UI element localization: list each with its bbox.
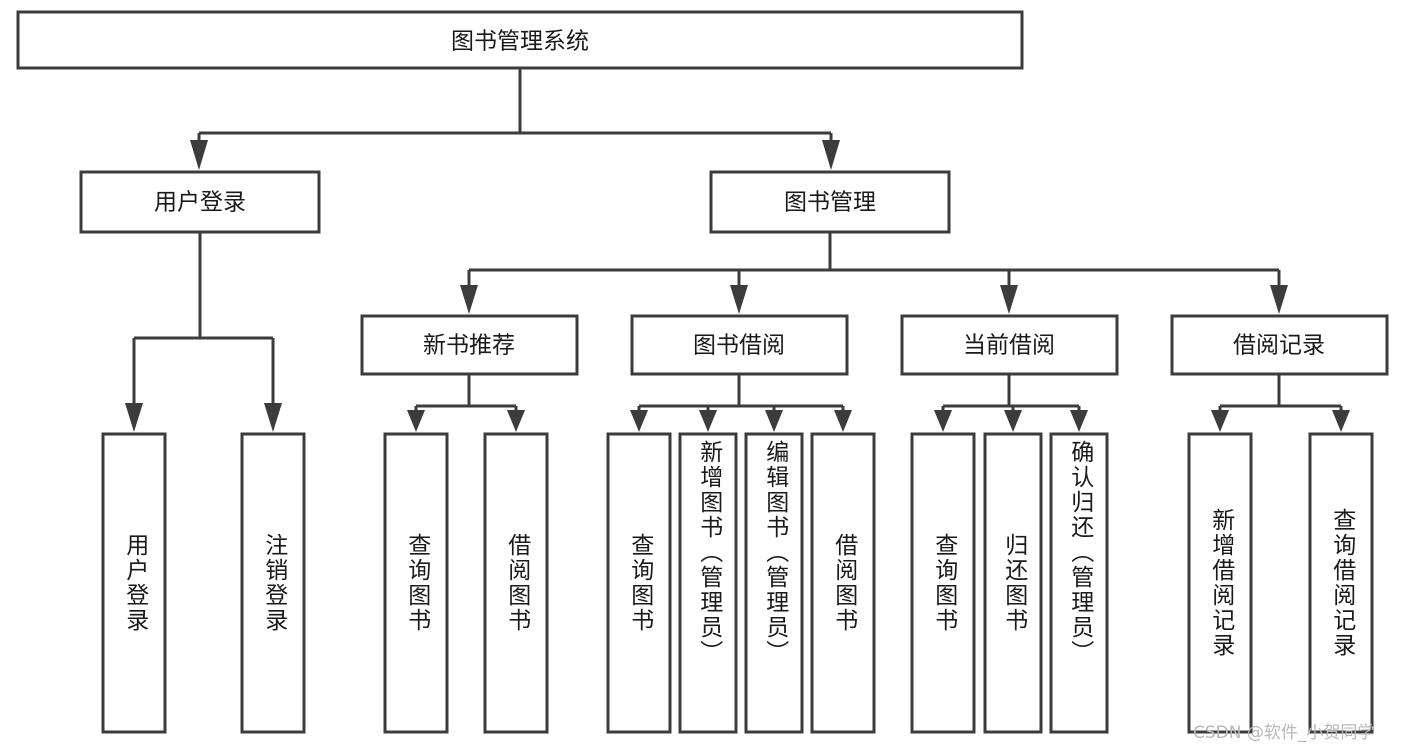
arrow-nbr-leaf-2 bbox=[507, 410, 525, 432]
leaf-box-borrow-book-2[interactable] bbox=[810, 432, 876, 734]
leaf-box-logout[interactable] bbox=[240, 432, 306, 734]
arrow-to-leaf-user-login bbox=[125, 403, 143, 432]
leaf-label-query-book-1: 查询图书 bbox=[403, 533, 430, 633]
book-borrow-box[interactable] bbox=[630, 314, 849, 376]
current-borrow-label: 当前借阅 bbox=[963, 333, 1055, 359]
arrow-br-leaf-2 bbox=[1332, 410, 1350, 432]
new-book-recommend-box[interactable] bbox=[360, 314, 579, 376]
leaf-label-borrow-book-2: 借阅图书 bbox=[830, 533, 857, 633]
root-box[interactable] bbox=[16, 10, 1024, 70]
node-user-login[interactable]: 用户登录 bbox=[79, 170, 321, 234]
leaf-box-query-book-2[interactable] bbox=[606, 432, 672, 734]
leaf-label-user-login: 用户登录 bbox=[121, 533, 148, 633]
edge-user-login-to-leaves bbox=[125, 232, 282, 432]
leaf-box-query-book-1[interactable] bbox=[383, 432, 449, 734]
leaf-box-query-book-3[interactable] bbox=[910, 432, 976, 734]
arrow-to-book-borrow bbox=[730, 285, 748, 314]
arrow-to-borrow-record bbox=[1270, 285, 1288, 314]
arrow-to-leaf-logout bbox=[264, 403, 282, 432]
leaf-box-edit-book-admin[interactable] bbox=[744, 432, 804, 734]
book-borrow-label: 图书借阅 bbox=[693, 333, 785, 359]
node-current-borrow[interactable]: 当前借阅 bbox=[900, 314, 1119, 376]
arrow-cb-leaf-3 bbox=[1070, 410, 1088, 432]
node-book-borrow[interactable]: 图书借阅 bbox=[630, 314, 849, 376]
edge-root-to-level2 bbox=[190, 68, 840, 170]
book-management-label: 图书管理 bbox=[784, 190, 876, 216]
arrow-to-user-login bbox=[190, 140, 208, 170]
arrow-bb-leaf-2 bbox=[699, 410, 717, 432]
leaf-label-return-book: 归还图书 bbox=[1000, 533, 1027, 633]
borrow-record-label: 借阅记录 bbox=[1233, 333, 1325, 359]
current-borrow-box[interactable] bbox=[900, 314, 1119, 376]
edge-book-mgmt-to-level3 bbox=[460, 232, 1288, 314]
leaf-box-return-book[interactable] bbox=[983, 432, 1043, 734]
leaf-box-query-borrow-record[interactable] bbox=[1308, 432, 1374, 734]
arrow-to-book-mgmt bbox=[822, 140, 840, 170]
node-borrow-record[interactable]: 借阅记录 bbox=[1170, 314, 1389, 376]
leaf-label-borrow-book-1: 借阅图书 bbox=[503, 533, 530, 633]
arrow-bb-leaf-4 bbox=[834, 410, 852, 432]
user-login-label: 用户登录 bbox=[154, 190, 246, 216]
arrow-bb-leaf-1 bbox=[630, 410, 648, 432]
leaf-box-add-book-admin[interactable] bbox=[678, 432, 738, 734]
new-book-recommend-label: 新书推荐 bbox=[423, 333, 515, 359]
arrow-cb-leaf-1 bbox=[934, 410, 952, 432]
edge-current-borrow-to-leaves bbox=[934, 374, 1088, 432]
leaf-label-query-book-2: 查询图书 bbox=[626, 533, 653, 633]
edge-borrow-record-to-leaves bbox=[1211, 374, 1350, 432]
leaf-label-query-book-3: 查询图书 bbox=[930, 533, 957, 633]
leaf-label-edit-book-admin: 编辑图书（管理员） bbox=[761, 440, 788, 665]
root-label: 图书管理系统 bbox=[451, 29, 589, 55]
node-root[interactable]: 图书管理系统 bbox=[16, 10, 1024, 70]
arrow-nbr-leaf-1 bbox=[407, 410, 425, 432]
arrow-br-leaf-1 bbox=[1211, 410, 1229, 432]
edge-new-book-rec-to-leaves bbox=[407, 374, 525, 432]
arrow-bb-leaf-3 bbox=[765, 410, 783, 432]
csdn-watermark: CSDN @软件_小贺同学 bbox=[1193, 723, 1375, 743]
leaf-boxes bbox=[101, 432, 1374, 734]
arrow-to-new-book-rec bbox=[460, 285, 478, 314]
node-new-book-recommend[interactable]: 新书推荐 bbox=[360, 314, 579, 376]
edge-book-borrow-to-leaves bbox=[630, 374, 852, 432]
leaf-box-borrow-book-1[interactable] bbox=[483, 432, 549, 734]
arrow-to-current-borrow bbox=[1000, 285, 1018, 314]
leaf-label-add-book-admin: 新增图书（管理员） bbox=[695, 440, 722, 665]
leaf-label-confirm-return-admin: 确认归还（管理员） bbox=[1066, 440, 1093, 665]
leaf-label-logout: 注销登录 bbox=[260, 533, 287, 633]
leaf-box-add-borrow-record[interactable] bbox=[1187, 432, 1253, 734]
leaf-label-query-borrow-record: 查询借阅记录 bbox=[1328, 508, 1355, 658]
leaf-label-add-borrow-record: 新增借阅记录 bbox=[1207, 508, 1234, 658]
arrow-cb-leaf-2 bbox=[1004, 410, 1022, 432]
leaf-box-user-login[interactable] bbox=[101, 432, 167, 734]
node-book-management[interactable]: 图书管理 bbox=[709, 170, 951, 234]
leaf-box-confirm-return-admin[interactable] bbox=[1049, 432, 1109, 734]
